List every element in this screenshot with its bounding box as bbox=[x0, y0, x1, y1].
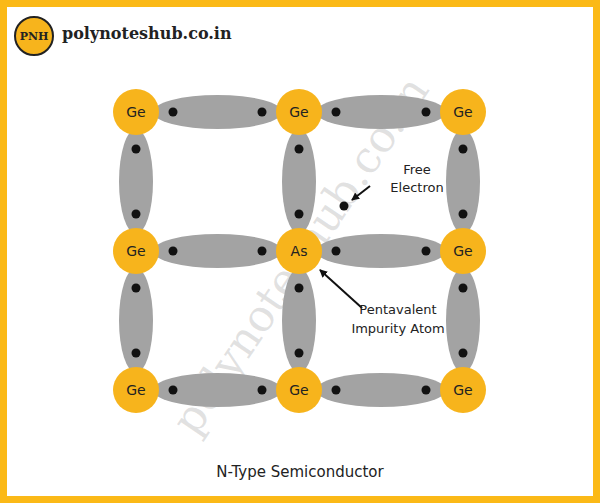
site-name-text: polynoteshub.co.in bbox=[62, 24, 232, 43]
covalent-bond bbox=[153, 95, 282, 129]
covalent-bond bbox=[282, 129, 316, 234]
callout-text: Free Electron bbox=[390, 162, 443, 195]
logo-text: PNH bbox=[20, 30, 49, 43]
covalent-bond bbox=[316, 373, 446, 407]
atom-circle: Ge bbox=[276, 367, 322, 413]
atom-circle: Ge bbox=[440, 89, 486, 135]
leader-arrow bbox=[352, 186, 370, 200]
atom-symbol: Ge bbox=[453, 243, 472, 259]
free-electron-dot bbox=[340, 202, 349, 211]
atom-circle: Ge bbox=[276, 89, 322, 135]
atom-circle: Ge bbox=[113, 228, 159, 274]
callout-label: Free Electron bbox=[378, 161, 456, 197]
atom-symbol: Ge bbox=[289, 382, 308, 398]
atom-symbol: Ge bbox=[453, 104, 472, 120]
caption-text: N-Type Semiconductor bbox=[216, 463, 383, 481]
covalent-bond bbox=[316, 95, 446, 129]
covalent-bond bbox=[446, 129, 480, 234]
leader-arrow bbox=[320, 270, 362, 308]
atom-symbol: Ge bbox=[126, 104, 145, 120]
atom-circle: Ge bbox=[113, 367, 159, 413]
atom-circle: Ge bbox=[440, 228, 486, 274]
logo-badge: PNH bbox=[14, 16, 54, 56]
atom-symbol: Ge bbox=[126, 382, 145, 398]
atom-circle: Ge bbox=[440, 367, 486, 413]
atom-circle: Ge bbox=[113, 89, 159, 135]
atom-symbol: Ge bbox=[289, 104, 308, 120]
covalent-bond bbox=[153, 234, 282, 268]
atom-symbol: As bbox=[291, 243, 308, 259]
covalent-bond bbox=[119, 268, 153, 373]
covalent-bond bbox=[119, 129, 153, 234]
covalent-bond bbox=[446, 268, 480, 373]
covalent-bond bbox=[153, 373, 282, 407]
impurity-atom: As bbox=[276, 228, 322, 274]
atom-symbol: Ge bbox=[126, 243, 145, 259]
callout-text: Pentavalent Impurity Atom bbox=[351, 302, 444, 336]
covalent-bond bbox=[282, 268, 316, 373]
caption: N-Type Semiconductor bbox=[0, 463, 600, 481]
callout-label: Pentavalent Impurity Atom bbox=[348, 300, 448, 338]
site-name: polynoteshub.co.in bbox=[62, 24, 232, 43]
covalent-bond bbox=[316, 234, 446, 268]
atom-symbol: Ge bbox=[453, 382, 472, 398]
